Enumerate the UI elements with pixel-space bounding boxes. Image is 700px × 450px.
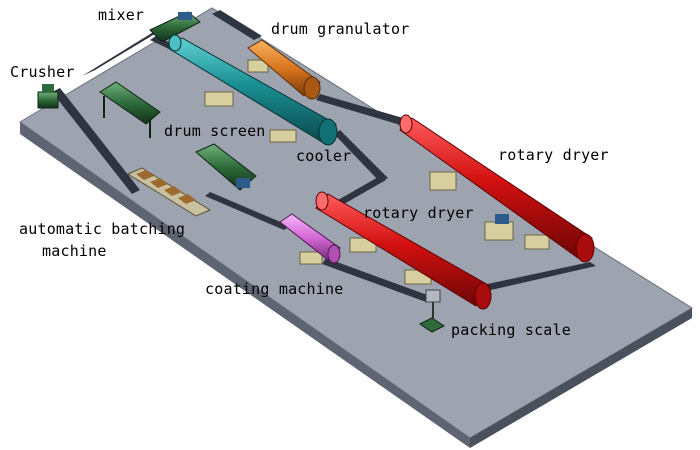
coating-machine-unit: [279, 213, 341, 264]
granulator-end: [303, 76, 321, 100]
conveyor-top-left: [212, 10, 262, 40]
mixer-motor: [178, 12, 192, 20]
label-cooler: cooler: [296, 147, 352, 165]
conveyor-batching-to-coating: [205, 192, 290, 230]
dryer-right-end: [575, 233, 595, 263]
base-block: [247, 59, 269, 73]
rotary-dryer-center-machine: [315, 191, 492, 310]
batching-hopper: [178, 194, 196, 204]
cooler-inlet-end: [168, 34, 182, 52]
platform-front-side: [20, 122, 470, 448]
packing-scale-base: [419, 317, 445, 333]
label-drum-granulator: drum granulator: [271, 20, 410, 38]
label-automatic-batching-line2: machine: [42, 242, 107, 260]
dryer-center-inlet: [315, 191, 329, 211]
conveyor-right-dryer-to-packing: [478, 262, 596, 292]
green-machine-motor: [236, 178, 250, 188]
batching-machine: [126, 167, 212, 217]
mixer-machine: [149, 11, 201, 43]
label-automatic-batching-line1: automatic batching: [19, 220, 186, 238]
batching-hopper: [150, 178, 168, 188]
conveyor-crusher-to-screen: [52, 88, 140, 194]
packing-scale-hopper: [425, 289, 441, 303]
drum-screen-body: [99, 81, 161, 125]
base-block: [204, 91, 234, 107]
label-mixer: mixer: [98, 6, 145, 24]
green-screen-machine: [195, 143, 257, 191]
conveyor-granulator-to-dryer: [316, 94, 410, 126]
label-crusher: Crusher: [10, 63, 75, 81]
label-drum-screen: drum screen: [164, 122, 266, 140]
label-rotary-dryer-center: rotary dryer: [363, 204, 474, 222]
dryer-right-inlet: [399, 114, 413, 134]
cooler-end: [318, 118, 338, 146]
base-block: [524, 234, 550, 250]
label-coating-machine: coating machine: [205, 280, 344, 298]
batching-hopper: [164, 186, 182, 196]
drum-screen-machine: [99, 81, 161, 138]
base-block: [269, 129, 297, 143]
packing-scale-unit: [419, 289, 445, 333]
label-packing-scale: packing scale: [451, 321, 571, 339]
support-bases: [204, 59, 550, 285]
base-block: [484, 221, 514, 241]
rotary-dryer-right-machine: [399, 114, 595, 263]
conveyor-coating-to-packing: [322, 258, 430, 302]
crusher-hopper: [42, 84, 54, 92]
crusher-body: [37, 91, 59, 109]
dryer-right-motor: [495, 214, 509, 224]
coating-body: [279, 213, 341, 261]
crusher-machine: [37, 84, 59, 109]
label-rotary-dryer-right: rotary dryer: [498, 146, 609, 164]
batching-hopper: [136, 170, 154, 180]
granulator-body: [247, 39, 321, 97]
cooler-machine: [167, 34, 338, 146]
base-block: [299, 251, 323, 265]
base-block: [429, 171, 457, 191]
coating-end: [327, 244, 341, 264]
conveyor-cooler-to-center: [334, 130, 388, 182]
dryer-center-end: [474, 282, 492, 310]
drum-granulator-machine: [247, 39, 321, 100]
platform-right-side: [470, 308, 692, 448]
